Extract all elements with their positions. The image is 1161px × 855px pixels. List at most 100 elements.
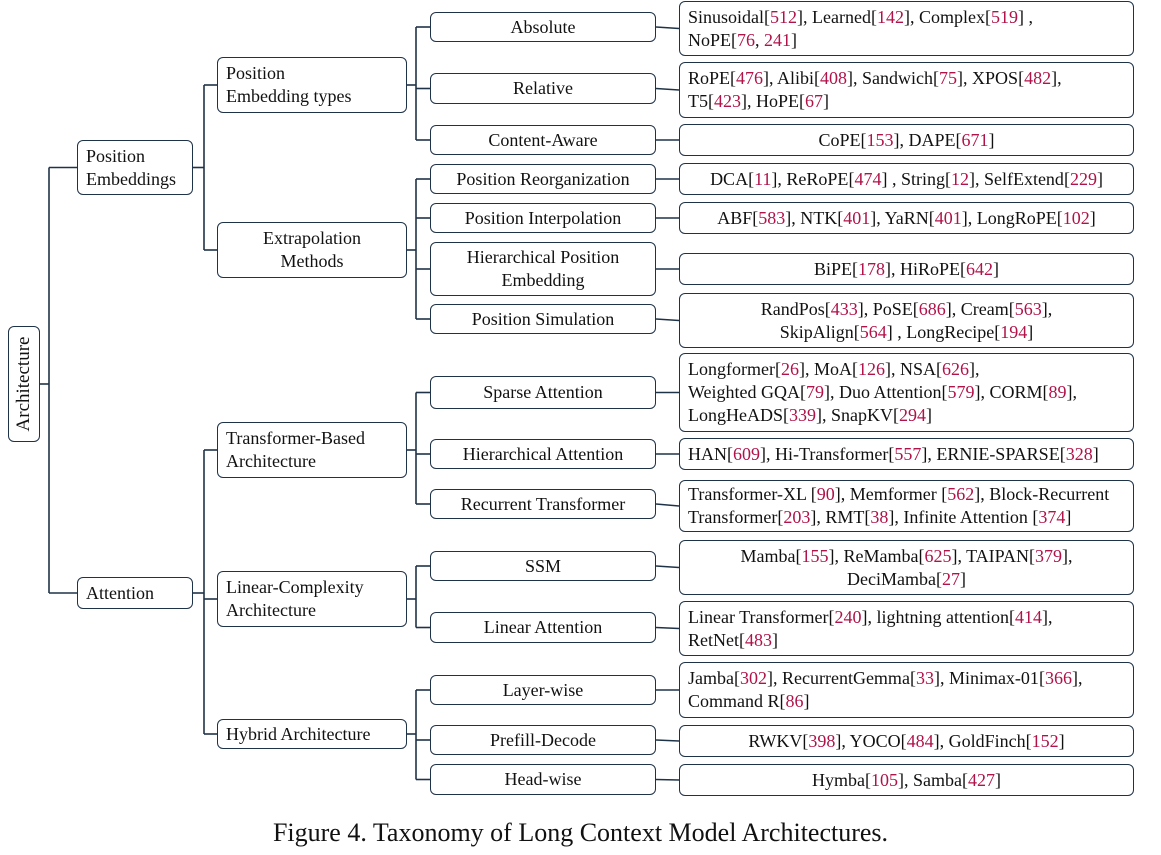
connector-line xyxy=(655,739,680,742)
citation-number[interactable]: 33 xyxy=(915,668,934,688)
leaf-content-aware: Content-Aware xyxy=(430,125,656,155)
node-label-line: Position Reorganization xyxy=(456,168,630,189)
citation-line: BiPE[178], HiRoPE[642] xyxy=(813,258,1000,279)
citation-number[interactable]: 194 xyxy=(1000,321,1028,342)
connector-line xyxy=(655,565,680,569)
citation-number[interactable]: 240 xyxy=(834,606,862,627)
connector-line xyxy=(655,503,680,507)
citation-number[interactable]: 564 xyxy=(859,321,887,342)
citation-number[interactable]: 401 xyxy=(934,207,962,228)
citation-number[interactable]: 12 xyxy=(950,168,969,189)
citation-line: Sinusoidal[512], Learned[142], Complex[5… xyxy=(688,6,1033,27)
node-label-line: Position xyxy=(226,63,286,83)
citation-number[interactable]: 686 xyxy=(918,298,946,319)
citation-number[interactable]: 519 xyxy=(990,6,1018,27)
node-label-line: Position Interpolation xyxy=(464,207,622,228)
citation-line: Transformer-XL [90], Memformer [562], Bl… xyxy=(688,484,1110,504)
citation-line: Hymba[105], Samba[427] xyxy=(812,769,1001,790)
citation-number[interactable]: 579 xyxy=(947,382,975,402)
node-label-line: Linear-Complexity xyxy=(226,577,364,597)
node-label-line: Layer-wise xyxy=(502,679,584,700)
citation-number[interactable]: 11 xyxy=(754,168,772,189)
citation-number[interactable]: 583 xyxy=(758,207,786,228)
node-label-line: Linear Attention xyxy=(483,617,603,637)
citation-number[interactable]: 563 xyxy=(1014,298,1042,319)
citation-number[interactable]: 302 xyxy=(739,668,767,688)
citation-number[interactable]: 379 xyxy=(1035,545,1063,566)
citation-number[interactable]: 625 xyxy=(924,545,952,566)
citation-line: SkipAlign[564] , LongRecipe[194] xyxy=(779,321,1034,342)
citation-line: RetNet[483] xyxy=(688,629,778,650)
leaf-ssm: SSM xyxy=(430,551,656,581)
citation-number[interactable]: 90 xyxy=(816,484,835,504)
citation-number[interactable]: 155 xyxy=(801,545,829,566)
citation-number[interactable]: 76 xyxy=(737,29,756,50)
citation-number[interactable]: 203 xyxy=(783,507,811,527)
leaf-sparse-attention: Sparse Attention xyxy=(430,376,656,409)
citation-number[interactable]: 366 xyxy=(1044,668,1072,688)
citation-number[interactable]: 126 xyxy=(857,359,885,379)
figure-caption: Figure 4. Taxonomy of Long Context Model… xyxy=(272,818,889,847)
citation-number[interactable]: 152 xyxy=(1031,730,1059,751)
citation-number[interactable]: 423 xyxy=(714,91,741,111)
citation-number[interactable]: 86 xyxy=(785,691,804,711)
node-label-line: Head-wise xyxy=(504,769,582,789)
node-label-line: Recurrent Transformer xyxy=(460,493,626,514)
citation-number[interactable]: 79 xyxy=(806,382,825,402)
citation-number[interactable]: 229 xyxy=(1069,168,1097,189)
citation-number[interactable]: 401 xyxy=(843,207,871,228)
citation-number[interactable]: 512 xyxy=(770,6,798,27)
references-position-simulation: RandPos[433], PoSE[686], Cream[563],Skip… xyxy=(679,293,1134,348)
connector-line xyxy=(655,778,680,781)
citation-number[interactable]: 671 xyxy=(961,129,989,150)
node-label-line: Hierarchical Position xyxy=(466,247,620,267)
citation-number[interactable]: 398 xyxy=(808,730,836,751)
citation-number[interactable]: 241 xyxy=(764,29,792,50)
citation-number[interactable]: 27 xyxy=(941,568,960,589)
leaf-head-wise: Head-wise xyxy=(430,764,656,795)
citation-number[interactable]: 562 xyxy=(947,484,975,504)
citation-number[interactable]: 476 xyxy=(736,68,764,88)
connector-line xyxy=(655,626,680,630)
node-label-line: Content-Aware xyxy=(488,129,598,150)
node-label-line: Embeddings xyxy=(86,168,176,189)
citation-line: RoPE[476], Alibi[408], Sandwich[75], XPO… xyxy=(688,68,1062,88)
citation-number[interactable]: 483 xyxy=(745,629,772,650)
citation-number[interactable]: 642 xyxy=(966,258,994,279)
citation-number[interactable]: 339 xyxy=(789,405,816,425)
citation-number[interactable]: 89 xyxy=(1048,382,1067,402)
node-label-line: Sparse Attention xyxy=(483,382,603,402)
citation-number[interactable]: 408 xyxy=(820,68,848,88)
references-layer-wise: Jamba[302], RecurrentGemma[33], Minimax-… xyxy=(679,662,1134,718)
citation-number[interactable]: 178 xyxy=(858,258,885,279)
citation-number[interactable]: 153 xyxy=(866,129,894,150)
citation-number[interactable]: 38 xyxy=(870,507,889,527)
citation-number[interactable]: 142 xyxy=(876,6,904,27)
citation-number[interactable]: 433 xyxy=(830,298,858,319)
citation-number[interactable]: 67 xyxy=(805,91,824,111)
citation-number[interactable]: 294 xyxy=(899,405,926,425)
leaf-linear-attention: Linear Attention xyxy=(430,612,656,643)
citation-number[interactable]: 414 xyxy=(1014,606,1042,627)
citation-number[interactable]: 374 xyxy=(1038,507,1066,527)
citation-number[interactable]: 105 xyxy=(871,769,898,790)
citation-number[interactable]: 609 xyxy=(733,443,760,464)
citation-number[interactable]: 102 xyxy=(1062,207,1090,228)
citation-number[interactable]: 557 xyxy=(894,443,922,464)
citation-number[interactable]: 328 xyxy=(1065,443,1093,464)
references-hierarchical-attention: HAN[609], Hi-Transformer[557], ERNIE-SPA… xyxy=(679,438,1134,470)
citation-number[interactable]: 626 xyxy=(942,359,969,379)
citation-line: Mamba[155], ReMamba[625], TAIPAN[379], xyxy=(740,545,1073,566)
citation-number[interactable]: 75 xyxy=(939,68,958,88)
citation-line: Linear Transformer[240], lightning atten… xyxy=(688,606,1053,627)
node-label-line: Position Simulation xyxy=(471,308,615,329)
citation-number[interactable]: 484 xyxy=(906,730,934,751)
citation-number[interactable]: 482 xyxy=(1024,68,1052,88)
citation-number[interactable]: 26 xyxy=(780,359,799,379)
citation-number[interactable]: 474 xyxy=(854,168,882,189)
citation-number[interactable]: 427 xyxy=(968,769,995,790)
